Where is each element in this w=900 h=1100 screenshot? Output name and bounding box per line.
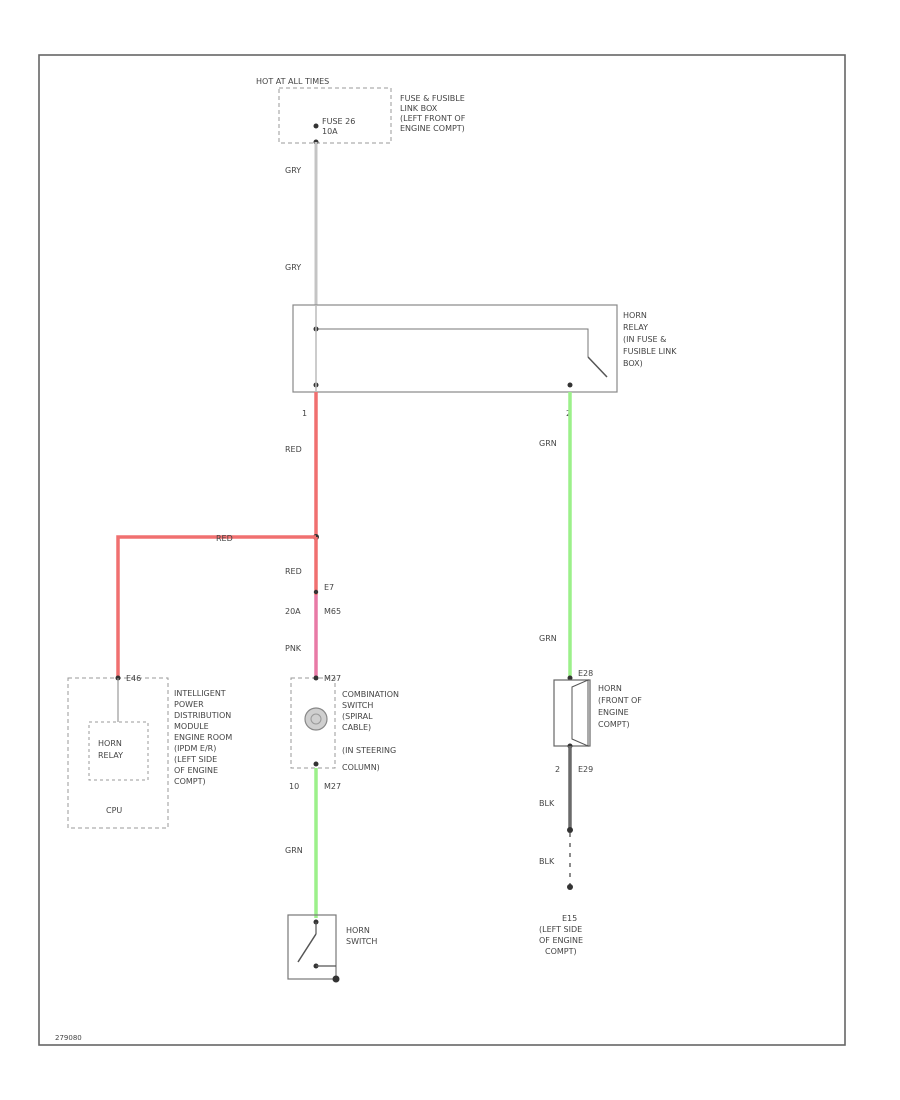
horn-switch: HORN SWITCH	[287, 914, 377, 983]
ipdm-label-7: (LEFT SIDE	[174, 755, 217, 764]
wire-red-branch	[116, 535, 316, 678]
ipdm-module: E46 HORN RELAY CPU INTELLIGENT POWER DIS…	[67, 674, 232, 829]
connector-m27: M27	[324, 674, 341, 683]
combo-label-5: (IN STEERING	[342, 746, 396, 755]
fuse-terminal-top	[313, 123, 319, 129]
horn-label-2: (FRONT OF	[598, 696, 642, 705]
wire-label-pnk: PNK	[285, 644, 302, 653]
wire-label-red-1: RED	[285, 445, 302, 454]
connector-e7: E7	[324, 583, 334, 592]
wire-label-gry-1: GRY	[285, 166, 301, 175]
fuse-box-label-3: (LEFT FRONT OF	[400, 114, 466, 123]
relay-label-4: FUSIBLE LINK	[623, 347, 677, 356]
ground-label: E15 (LEFT SIDE OF ENGINE COMPT)	[539, 914, 583, 956]
ipdm-inner-label-2: RELAY	[98, 751, 123, 760]
ipdm-label-3: DISTRIBUTION	[174, 711, 231, 720]
fuse-label-2: 10A	[322, 127, 338, 136]
relay-label-5: BOX)	[623, 359, 643, 368]
ipdm-label-9: COMPT)	[174, 777, 206, 786]
relay-label-1: HORN	[623, 311, 647, 320]
fuse-box-label-2: LINK BOX	[400, 104, 438, 113]
ipdm-label-8: OF ENGINE	[174, 766, 218, 775]
relay-label-2: RELAY	[623, 323, 648, 332]
connector-e28: E28	[578, 669, 593, 678]
horn-label-1: HORN	[598, 684, 622, 693]
combo-label-3: (SPIRAL	[342, 712, 373, 721]
fuse-box-label-1: FUSE & FUSIBLE	[400, 94, 465, 103]
relay-pin-left: 1	[302, 409, 307, 418]
wire-label-gry-2: GRY	[285, 263, 301, 272]
combo-terminal-top	[313, 675, 319, 681]
diagram-frame	[38, 54, 846, 1046]
connector-e7-pin	[313, 589, 319, 595]
ground-label-3: COMPT)	[545, 947, 577, 956]
wire-label-blk-2: BLK	[539, 857, 555, 866]
ipdm-label-1: INTELLIGENT	[174, 689, 226, 698]
fuse-box-label-4: ENGINE COMPT)	[400, 124, 465, 133]
combo-terminal-bottom	[313, 761, 319, 767]
horn-switch-contact	[297, 933, 317, 963]
relay-label-3: (IN FUSE &	[623, 335, 666, 344]
horn-label-4: COMPT)	[598, 720, 630, 729]
fuse-label-1: FUSE 26	[322, 117, 355, 126]
wire-label-blk-1: BLK	[539, 799, 555, 808]
combo-label-1: COMBINATION	[342, 690, 399, 699]
wire-label-grn-right-1: GRN	[539, 439, 557, 448]
wire-label-red-branch: RED	[216, 534, 233, 543]
power-source-label: HOT AT ALL TIMES	[256, 77, 329, 86]
connector-e29: E29	[578, 765, 593, 774]
connector-m65: M65	[324, 607, 341, 616]
ipdm-label-5: ENGINE ROOM	[174, 733, 232, 742]
combo-label-4: CABLE)	[342, 723, 371, 732]
ground-label-2: OF ENGINE	[539, 936, 583, 945]
wire-label-red-2: RED	[285, 567, 302, 576]
relay-terminal-right	[567, 382, 573, 388]
horn-switch-label-1: HORN	[346, 926, 370, 935]
combo-label-6: COLUMN)	[342, 763, 380, 772]
horn-pin-2: 2	[555, 765, 560, 774]
ground-point	[567, 884, 573, 890]
spiral-cable-icon	[304, 707, 328, 731]
ipdm-label-2: POWER	[174, 700, 204, 709]
diagram-code: 279080	[55, 1034, 82, 1042]
horn-label-3: ENGINE	[598, 708, 629, 717]
horn: E28 HORN (FRONT OF ENGINE COMPT) 2 E29	[553, 669, 642, 774]
wire-label-grn-right-2: GRN	[539, 634, 557, 643]
horn-relay: HORN RELAY (IN FUSE & FUSIBLE LINK BOX) …	[292, 304, 677, 418]
ipdm-inner-label-1: HORN	[98, 739, 122, 748]
wire-label-grn-left: GRN	[285, 846, 303, 855]
horn-switch-label-2: SWITCH	[346, 937, 377, 946]
relay-switch-contact	[587, 356, 608, 378]
connector-e46: E46	[126, 674, 141, 683]
horn-icon	[571, 679, 589, 747]
combo-label-2: SWITCH	[342, 701, 373, 710]
fuse-box: HOT AT ALL TIMES FUSE 26 10A FUSE & FUSI…	[256, 77, 466, 145]
connector-20a: 20A	[285, 607, 301, 616]
horn-switch-ground	[332, 975, 340, 983]
connector-pin-10: 10	[289, 782, 299, 791]
ipdm-label-4: MODULE	[174, 722, 209, 731]
ipdm-label-6: (IPDM E/R)	[174, 744, 216, 753]
connector-m27b: M27	[324, 782, 341, 791]
combination-switch: M27 COMBINATION SWITCH (SPIRAL CABLE) (I…	[289, 674, 399, 791]
ground-label-1: (LEFT SIDE	[539, 925, 582, 934]
ground-name: E15	[562, 914, 577, 923]
ipdm-cpu-label: CPU	[106, 806, 122, 815]
